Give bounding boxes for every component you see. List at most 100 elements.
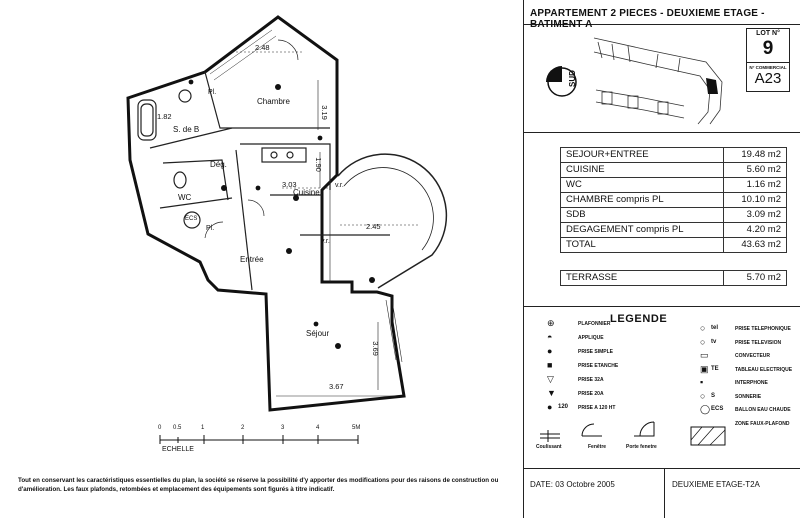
- terrasse-value: 5.70 m2: [723, 270, 787, 286]
- surface-value: 4.20 m2: [723, 222, 787, 238]
- dim-chambre-width: 2.48: [255, 43, 270, 52]
- scale-tick-3: 3: [281, 425, 285, 431]
- legend-label: PRISE 32A: [578, 377, 604, 383]
- surface-value: 3.09 m2: [723, 207, 787, 223]
- divider: [523, 468, 800, 469]
- legend-label: PRISE SIMPLE: [578, 349, 614, 355]
- commercial-label: N° COMMERCIAL: [747, 62, 789, 70]
- level-label: DEUXIEME ETAGE-T2A: [672, 480, 760, 489]
- opening-coulissant: Coulissant: [536, 444, 562, 450]
- telephone-icon: ○: [700, 323, 706, 333]
- compass-label: SUD: [567, 70, 577, 87]
- surface-value: 1.16 m2: [723, 177, 787, 193]
- ecs-label: ECS: [185, 216, 198, 222]
- legend-title: LEGENDE: [610, 313, 668, 325]
- prise-120-icon: ●: [547, 402, 553, 412]
- surface-label: SEJOUR+ENTREE: [560, 147, 724, 163]
- terrasse-table: TERRASSE 5.70 m2: [560, 270, 787, 286]
- divider: [523, 306, 800, 307]
- lot-box: LOT N° 9 N° COMMERCIAL A23: [746, 28, 790, 92]
- prise-simple-icon: ●: [547, 346, 553, 356]
- building-key-plan: [593, 37, 723, 125]
- dim-sejour-height: 3.69: [370, 341, 380, 356]
- legend-label: INTERPHONE: [735, 380, 768, 386]
- legend-label: PRISE TELEPHONIQUE: [735, 326, 791, 332]
- room-sejour: Séjour: [306, 329, 330, 338]
- dim-sdb: 1.82: [157, 112, 172, 121]
- plafonnier-icon: ⊕: [547, 318, 555, 328]
- legend-symbol-tag: S: [711, 392, 716, 399]
- room-entree: Entrée: [240, 255, 264, 264]
- dim-cuisine-width: 3.03: [282, 180, 297, 189]
- info-panel: [523, 0, 800, 518]
- applique-icon: ◓: [547, 332, 553, 342]
- scale-tick-1: 1: [201, 425, 205, 431]
- legend-label: PLAFONNIER: [578, 321, 611, 327]
- surface-label: SDB: [560, 207, 724, 223]
- room-degagement: Dég.: [210, 160, 227, 169]
- ballon-icon: ◯: [700, 404, 711, 414]
- scale-tick-0: 0: [158, 425, 162, 431]
- lot-number: 9: [762, 38, 774, 59]
- legend-label: ZONE FAUX-PLAFOND: [735, 420, 790, 427]
- dim-chambre-height: 3.19: [319, 105, 329, 120]
- surface-label: DEGAGEMENT compris PL: [560, 222, 724, 238]
- legend-symbol-tag: TE: [711, 365, 719, 372]
- date-value: 03 Octobre 2005: [555, 480, 615, 489]
- lot-label: LOT N°: [756, 30, 780, 37]
- disclaimer-note: Tout en conservant les caractéristiques …: [18, 477, 499, 493]
- commercial-number: A23: [754, 70, 782, 87]
- legend-label: CONVECTEUR: [735, 353, 771, 359]
- dim-sejour-width: 3.67: [329, 382, 344, 391]
- outer-walls: [126, 15, 406, 412]
- room-wc: WC: [178, 193, 192, 202]
- convecteur-icon: ▭: [700, 350, 709, 360]
- total-row: TOTAL 43.63 m2: [560, 237, 787, 253]
- scale-bar: [159, 435, 359, 444]
- opening-fenetre: Fenêtre: [588, 444, 607, 450]
- divider: [523, 24, 800, 25]
- legend-label: PRISE 20A: [578, 391, 604, 397]
- legend-label: TABLEAU ELECTRIQUE: [735, 366, 793, 373]
- terrasse-row: TERRASSE 5.70 m2: [560, 270, 787, 286]
- total-label: TOTAL: [560, 237, 724, 253]
- surface-value: 5.60 m2: [723, 162, 787, 178]
- scale-tick-4: 4: [316, 425, 320, 431]
- page-title: APPARTEMENT 2 PIECES - DEUXIEME ETAGE - …: [530, 8, 765, 30]
- compass-icon: [546, 66, 577, 97]
- legend-symbol-tag: tv: [711, 338, 717, 345]
- scale-tick-2: 2: [241, 425, 245, 431]
- prise-32a-icon: ▽: [547, 374, 554, 384]
- legend-label: PRISE TELEVISION: [735, 339, 782, 346]
- date-label: DATE:: [530, 480, 553, 489]
- legend-label: PRISE ETANCHE: [578, 363, 619, 369]
- dim-cuisine-height: 1.90: [313, 157, 323, 172]
- television-icon: ○: [700, 336, 706, 347]
- divider: [523, 132, 800, 133]
- legend-symbol-tag: tel: [711, 325, 719, 331]
- room-sdb: S. de B: [173, 125, 200, 134]
- scale-tick-5m: 5M: [352, 425, 361, 431]
- room-placard-1: Pl.: [208, 89, 217, 96]
- legend-label: SONNERIE: [735, 393, 762, 400]
- opening-porte-fenetre: Porte fenetre: [626, 444, 657, 450]
- room-chambre: Chambre: [257, 97, 290, 106]
- tableau-icon: ▣: [700, 363, 709, 374]
- legend-label: PRISE A 120 HT: [578, 405, 616, 411]
- room-vr-1: v.r.: [335, 182, 344, 189]
- surface-label: CUISINE: [560, 162, 724, 178]
- interphone-icon: ▪: [700, 377, 704, 387]
- prise-20a-icon: ▼: [547, 388, 556, 398]
- faux-plafond-icon: [690, 426, 726, 446]
- floor-plan: [126, 15, 448, 412]
- surface-value: 19.48 m2: [723, 147, 787, 163]
- divider: [664, 468, 665, 518]
- opening-symbols: [540, 421, 655, 442]
- surface-label: WC: [560, 177, 724, 193]
